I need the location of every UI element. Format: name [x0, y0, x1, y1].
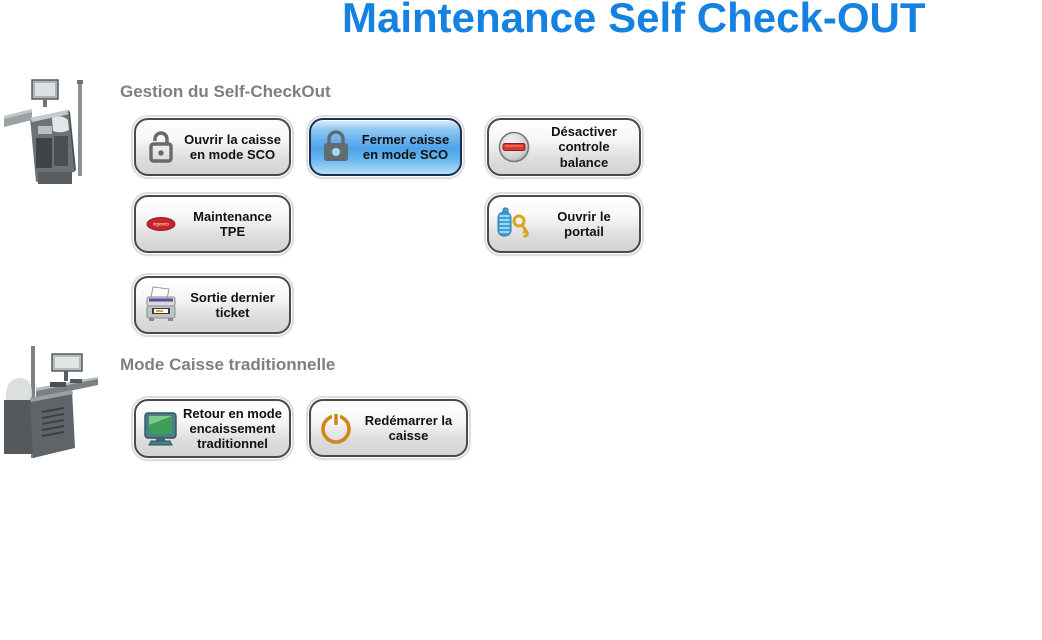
no-entry-icon [494, 129, 534, 165]
return-traditional-mode-button[interactable]: Retour en mode encaissement traditionnel [134, 399, 291, 458]
open-sco-label: Ouvrir la caisse en mode SCO [184, 131, 281, 162]
open-gate-label: Ouvrir le portail [557, 208, 611, 239]
close-sco-label: Fermer caisse en mode SCO [361, 131, 450, 162]
printer-icon [141, 285, 181, 325]
crt-monitor-icon [141, 411, 181, 447]
locked-padlock-icon [316, 129, 356, 165]
open-sco-button[interactable]: Ouvrir la caisse en mode SCO [134, 118, 291, 176]
svg-text:ingenico: ingenico [153, 222, 169, 227]
section-header-gestion-sco: Gestion du Self-CheckOut [120, 82, 331, 101]
ingenico-logo-icon: ingenico [141, 214, 181, 234]
unlocked-padlock-icon [141, 129, 181, 165]
self-checkout-kiosk-illustration [4, 79, 83, 184]
power-icon [316, 409, 356, 447]
open-gate-button[interactable]: Ouvrir le portail [487, 195, 641, 253]
lock-and-key-icon [494, 204, 534, 244]
close-sco-button[interactable]: Fermer caisse en mode SCO [309, 118, 462, 176]
restart-register-button[interactable]: Redémarrer la caisse [309, 399, 468, 457]
print-last-ticket-button[interactable]: Sortie dernier ticket [134, 276, 291, 334]
print-last-ticket-label: Sortie dernier ticket [190, 289, 275, 320]
section-header-mode-traditionnel: Mode Caisse traditionnelle [120, 355, 336, 374]
restart-register-label: Redémarrer la caisse [364, 412, 453, 443]
page-title: Maintenance Self Check-OUT [342, 0, 926, 41]
maintenance-tpe-label: Maintenance TPE [193, 208, 272, 239]
disable-scale-control-label: Désactiver controle balance [551, 124, 617, 170]
disable-scale-control-button[interactable]: Désactiver controle balance [487, 118, 641, 176]
traditional-register-kiosk-illustration [4, 346, 98, 458]
return-traditional-mode-label: Retour en mode encaissement traditionnel [183, 405, 282, 452]
maintenance-tpe-button[interactable]: ingenico Maintenance TPE [134, 195, 291, 253]
